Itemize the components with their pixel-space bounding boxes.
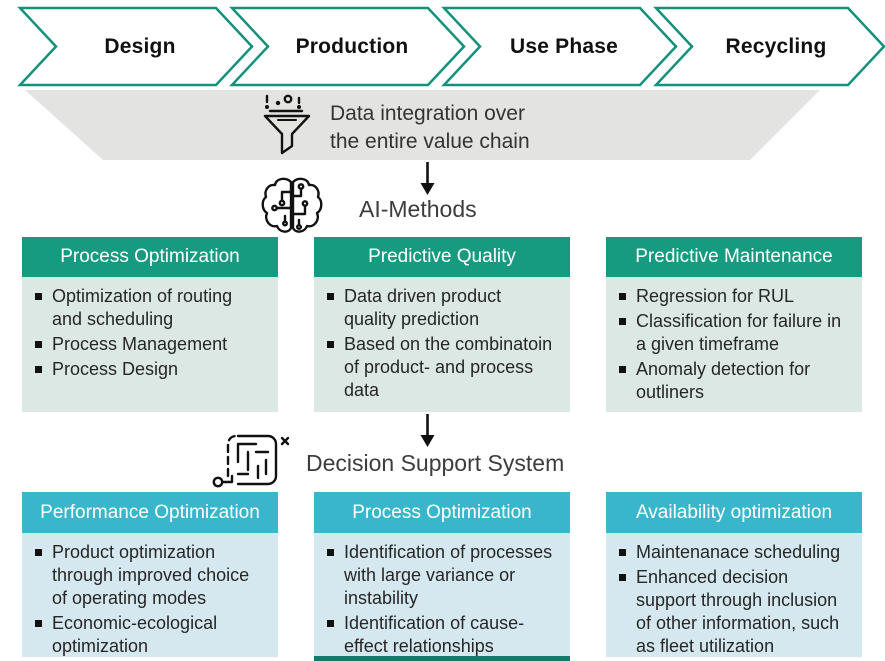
bullet-item: Product optimization through improved ch… bbox=[34, 541, 264, 610]
dss-box-availability-optimization: Availability optimization Maintenanace s… bbox=[606, 492, 862, 657]
box-body: Maintenanace scheduling Enhanced decisio… bbox=[606, 533, 862, 657]
bullet-item: Optimization of routing and scheduling bbox=[34, 285, 264, 331]
bullet-item: Identification of cause-effect relations… bbox=[326, 612, 556, 658]
bullet-item: Data driven product quality prediction bbox=[326, 285, 556, 331]
dss-box-performance-optimization: Performance Optimization Product optimiz… bbox=[22, 492, 278, 657]
box-body: Regression for RUL Classification for fa… bbox=[606, 277, 862, 412]
ai-box-process-optimization: Process Optimization Optimization of rou… bbox=[22, 237, 278, 412]
funnel-caption-line1: Data integration over bbox=[330, 102, 525, 125]
value-chain-stage-recycling: Recycling bbox=[725, 34, 827, 58]
brain-circuit-icon bbox=[261, 177, 323, 233]
box-header: Process Optimization bbox=[22, 237, 278, 277]
box-header: Predictive Quality bbox=[314, 237, 570, 277]
dss-box-process-optimization: Process Optimization Identification of p… bbox=[314, 492, 570, 657]
value-chain-chevrons bbox=[17, 6, 885, 87]
bullet-item: Economic-ecological optimization bbox=[34, 612, 264, 658]
bullet-item: Anomaly detection for outliners bbox=[618, 358, 848, 404]
bullet-item: Based on the combinatoin of product- and… bbox=[326, 333, 556, 402]
chevron-shape-use-phase bbox=[441, 6, 678, 87]
chevron-shape-recycling bbox=[653, 6, 885, 87]
value-chain-stage-use-phase: Use Phase bbox=[509, 34, 619, 58]
decision-support-label: Decision Support System bbox=[306, 450, 565, 476]
value-chain-stage-design: Design bbox=[104, 34, 176, 58]
ai-box-predictive-maintenance: Predictive Maintenance Regression for RU… bbox=[606, 237, 862, 412]
bullet-item: Enhanced decision support through inclus… bbox=[618, 566, 848, 658]
box-header: Predictive Maintenance bbox=[606, 237, 862, 277]
chevron-shape-production bbox=[229, 6, 466, 87]
box-body: Identification of processes with large v… bbox=[314, 533, 570, 657]
bullet-item: Process Design bbox=[34, 358, 264, 381]
ai-box-predictive-quality: Predictive Quality Data driven product q… bbox=[314, 237, 570, 412]
box-body: Product optimization through improved ch… bbox=[22, 533, 278, 657]
box-body: Data driven product quality prediction B… bbox=[314, 277, 570, 412]
funnel-data-icon bbox=[263, 94, 311, 155]
funnel-caption-line2: the entire value chain bbox=[330, 130, 530, 153]
ai-methods-label: AI-Methods bbox=[359, 196, 477, 222]
bullet-item: Process Management bbox=[34, 333, 264, 356]
cropped-box-edge bbox=[314, 656, 570, 661]
box-header: Availability optimization bbox=[606, 492, 862, 533]
bullet-item: Identification of processes with large v… bbox=[326, 541, 556, 610]
box-header: Process Optimization bbox=[314, 492, 570, 533]
bullet-item: Maintenanace scheduling bbox=[618, 541, 848, 564]
box-header: Performance Optimization bbox=[22, 492, 278, 533]
bullet-item: Classification for failure in a given ti… bbox=[618, 310, 848, 356]
value-chain-stage-production: Production bbox=[295, 34, 409, 58]
down-arrow-icon bbox=[420, 414, 435, 447]
data-integration-band bbox=[25, 90, 820, 160]
maze-solution-icon bbox=[212, 434, 290, 488]
chevron-shape-design bbox=[17, 6, 254, 87]
funnel-caption: Data integration over the entire value c… bbox=[330, 100, 530, 156]
down-arrow-icon bbox=[420, 162, 435, 195]
box-body: Optimization of routing and scheduling P… bbox=[22, 277, 278, 412]
bullet-item: Regression for RUL bbox=[618, 285, 848, 308]
